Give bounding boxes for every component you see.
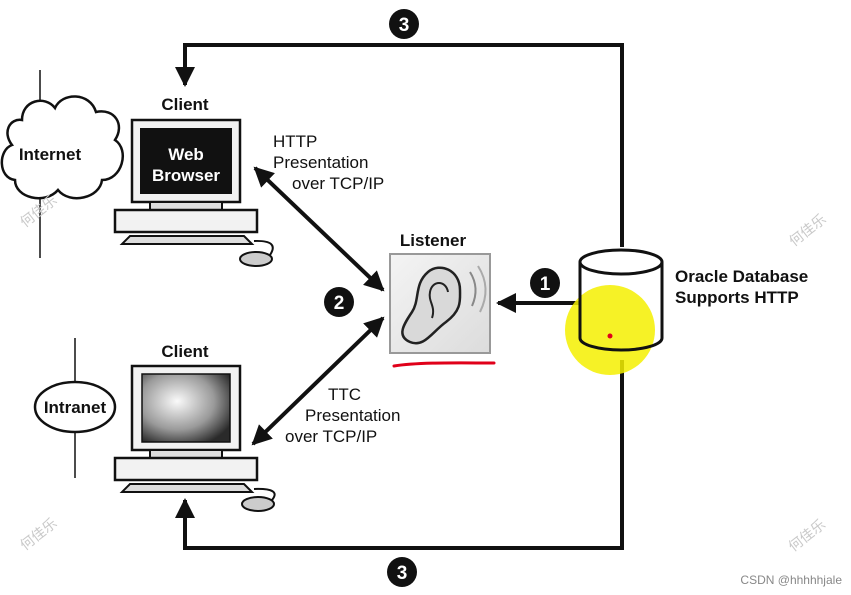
return-path-top bbox=[175, 43, 624, 247]
watermark-text: 何佳乐 bbox=[17, 516, 60, 554]
browser-label: Browser bbox=[152, 166, 220, 185]
internet-label: Internet bbox=[19, 145, 82, 164]
intranet-label: Intranet bbox=[44, 398, 107, 417]
ttc-line-1: TTC bbox=[328, 385, 361, 404]
keyboard bbox=[119, 235, 255, 245]
return-arrow-top bbox=[175, 43, 624, 247]
step-number: 3 bbox=[397, 563, 408, 584]
step-number: 3 bbox=[399, 15, 410, 36]
step-marker-clients: 2 bbox=[324, 287, 354, 317]
internet-cloud: Internet bbox=[0, 70, 124, 258]
http-connection-arrow bbox=[253, 166, 385, 292]
client-bottom: Client bbox=[113, 342, 276, 512]
yellow-highlight-annotation bbox=[565, 285, 655, 375]
step-circle bbox=[324, 287, 354, 317]
client-bottom-label: Client bbox=[161, 342, 209, 361]
desktop-computer-icon bbox=[113, 118, 274, 267]
red-dot-annotation bbox=[607, 333, 613, 339]
step-marker-top: 3 bbox=[389, 9, 419, 39]
return-path-bottom bbox=[175, 360, 624, 550]
red-underline-annotation bbox=[392, 361, 496, 368]
oracle-database: Oracle Database Supports HTTP bbox=[565, 248, 808, 375]
client-top: Client Web Browser bbox=[113, 95, 274, 267]
mouse-cable bbox=[253, 487, 276, 501]
listener-label: Listener bbox=[400, 231, 467, 250]
step-circle bbox=[387, 557, 417, 587]
keyboard bbox=[119, 483, 255, 493]
monitor-screen bbox=[141, 373, 231, 443]
cloud-icon bbox=[0, 95, 124, 200]
http-line-3: over TCP/IP bbox=[292, 174, 384, 193]
csdn-credit: CSDN @hhhhhjale bbox=[740, 573, 842, 587]
step-marker-listener: 1 bbox=[530, 268, 560, 298]
computer-base bbox=[113, 456, 259, 482]
ttc-line-2: Presentation bbox=[305, 406, 400, 425]
client-top-label: Client bbox=[161, 95, 209, 114]
watermark-text: 何佳乐 bbox=[786, 517, 829, 555]
step-number: 2 bbox=[334, 293, 345, 314]
step-circle bbox=[530, 268, 560, 298]
http-protocol-label: HTTP Presentation over TCP/IP bbox=[273, 132, 384, 193]
step-marker-bottom: 3 bbox=[387, 557, 417, 587]
step-number: 1 bbox=[540, 274, 551, 295]
intranet-ring: Intranet bbox=[33, 338, 117, 478]
network-ring-icon bbox=[33, 380, 117, 434]
database-line-1: Oracle Database bbox=[675, 267, 808, 286]
mouse bbox=[239, 251, 273, 267]
listener: Listener bbox=[389, 231, 496, 368]
database-cylinder-icon bbox=[578, 248, 664, 352]
return-arrow-bottom bbox=[175, 360, 624, 550]
mouse bbox=[241, 496, 275, 512]
desktop-computer-icon bbox=[113, 364, 276, 512]
monitor-screen bbox=[140, 128, 232, 194]
ttc-line-3: over TCP/IP bbox=[285, 427, 377, 446]
database-line-2: Supports HTTP bbox=[675, 288, 799, 307]
watermark-text: 何佳乐 bbox=[787, 212, 830, 250]
web-label: Web bbox=[168, 145, 204, 164]
computer-base bbox=[113, 208, 259, 234]
ear-icon bbox=[401, 265, 487, 345]
step-circle bbox=[389, 9, 419, 39]
http-line-1: HTTP bbox=[273, 132, 317, 151]
http-line-2: Presentation bbox=[273, 153, 368, 172]
ttc-connection-arrow bbox=[251, 316, 385, 446]
